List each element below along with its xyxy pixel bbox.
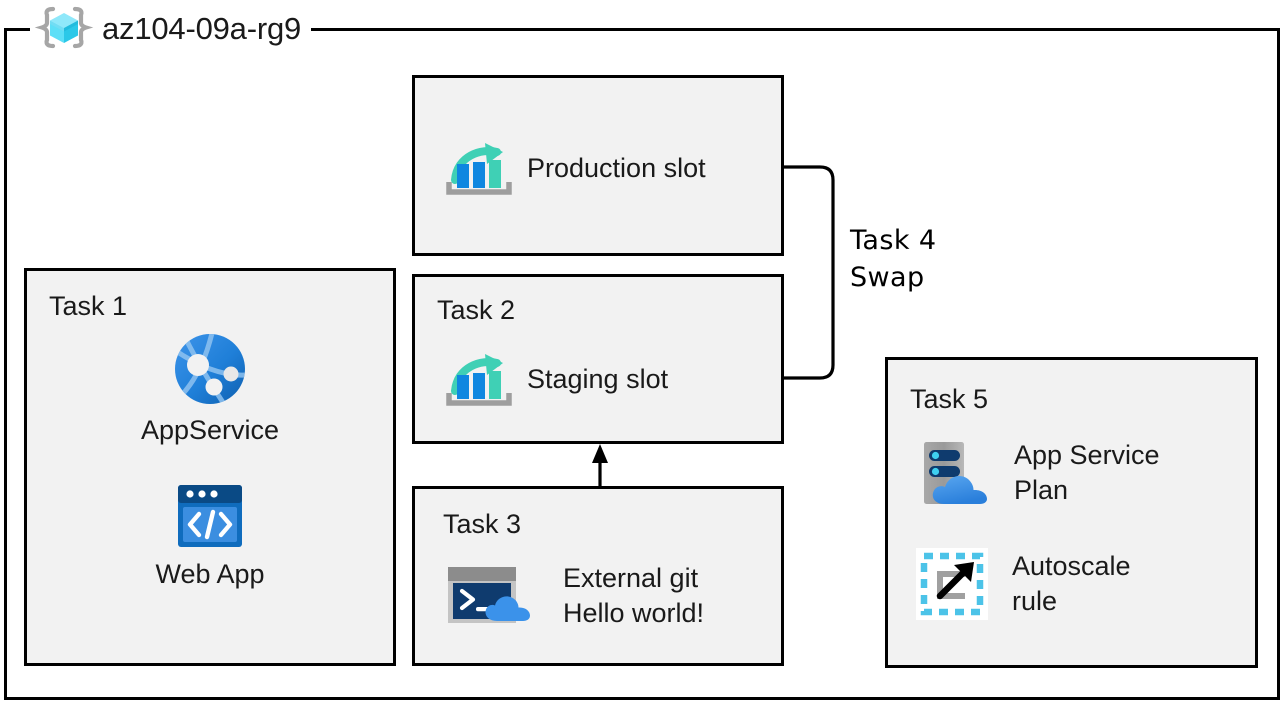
production-slot-item: Production slot (445, 140, 706, 198)
task-5-box[interactable]: Task 5 (885, 357, 1258, 668)
task-2-title: Task 2 (437, 295, 516, 325)
swap-annotation: Task 4 Swap (850, 225, 937, 294)
task-1-box[interactable]: Task 1 (24, 268, 396, 666)
autoscale-rule-label: Autoscale rule (1012, 550, 1131, 616)
deployment-slot-icon (445, 351, 513, 409)
task-1-item-app-service: AppService (27, 331, 393, 447)
app-service-icon (172, 331, 248, 407)
resource-group-name: az104-09a-rg9 (102, 10, 302, 46)
staging-slot-label: Staging slot (527, 364, 669, 395)
resource-group-icon (34, 6, 94, 50)
task-3-title: Task 3 (443, 509, 522, 539)
app-service-plan-icon (916, 438, 996, 508)
app-service-plan-label: App Service Plan (1014, 440, 1160, 506)
autoscale-icon (916, 548, 988, 620)
app-service-label: AppService (140, 415, 280, 445)
production-slot-label: Production slot (527, 153, 706, 184)
production-slot-box[interactable]: Production slot (412, 75, 784, 256)
deployment-slot-icon (445, 140, 513, 198)
task-3-item-external-git: External git Hello world! (445, 561, 704, 631)
task-5-title: Task 5 (910, 384, 989, 414)
task-1-item-web-app: Web App (27, 483, 393, 591)
web-app-icon (172, 483, 248, 549)
task-5-item-autoscale-rule: Autoscale rule (916, 548, 1131, 620)
task-3-box[interactable]: Task 3 External git Hello world! (412, 486, 784, 666)
web-app-label: Web App (155, 559, 265, 589)
task-5-item-app-service-plan: App Service Plan (916, 438, 1160, 508)
resource-group-frame (4, 28, 1280, 700)
task-2-box[interactable]: Task 2 Staging slot (412, 274, 784, 444)
cloud-shell-icon (445, 563, 545, 629)
task-1-title: Task 1 (49, 291, 128, 321)
external-git-label: External git Hello world! (563, 563, 705, 629)
resource-group-header: az104-09a-rg9 (30, 0, 312, 56)
task-2-item-staging-slot: Staging slot (445, 351, 668, 409)
